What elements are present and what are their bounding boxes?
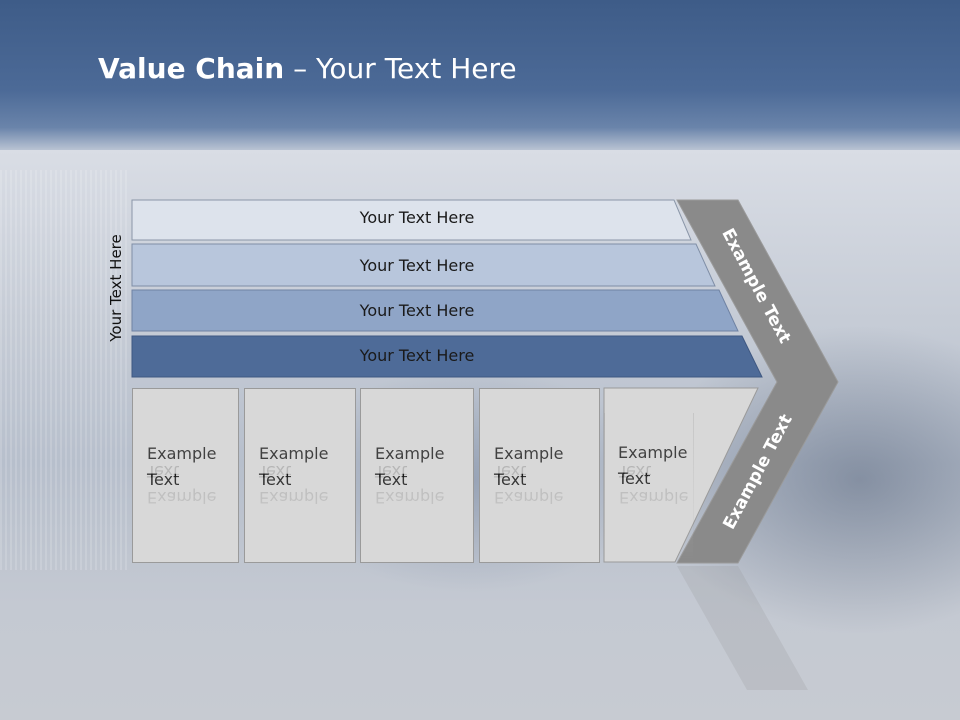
band-shape-1[interactable] <box>131 199 692 241</box>
header-background <box>0 0 960 150</box>
band-shape-2[interactable] <box>131 243 716 287</box>
last-activity-shape[interactable] <box>603 387 759 563</box>
band-label-2: Your Text Here <box>359 256 475 275</box>
background-texture <box>0 170 130 570</box>
band-label-3: Your Text Here <box>359 301 475 320</box>
chevron-reflection <box>677 566 808 690</box>
band-label-1: Your Text Here <box>359 208 475 227</box>
band-label-4: Your Text Here <box>359 346 475 365</box>
title-bold: Value Chain <box>98 52 285 85</box>
slide-title: Value Chain – Your Text Here <box>98 52 517 85</box>
title-rest: – Your Text Here <box>284 52 517 85</box>
band-shape-4[interactable] <box>131 335 763 378</box>
band-shape-3[interactable] <box>131 289 739 332</box>
chevron-arrow[interactable] <box>676 199 839 564</box>
